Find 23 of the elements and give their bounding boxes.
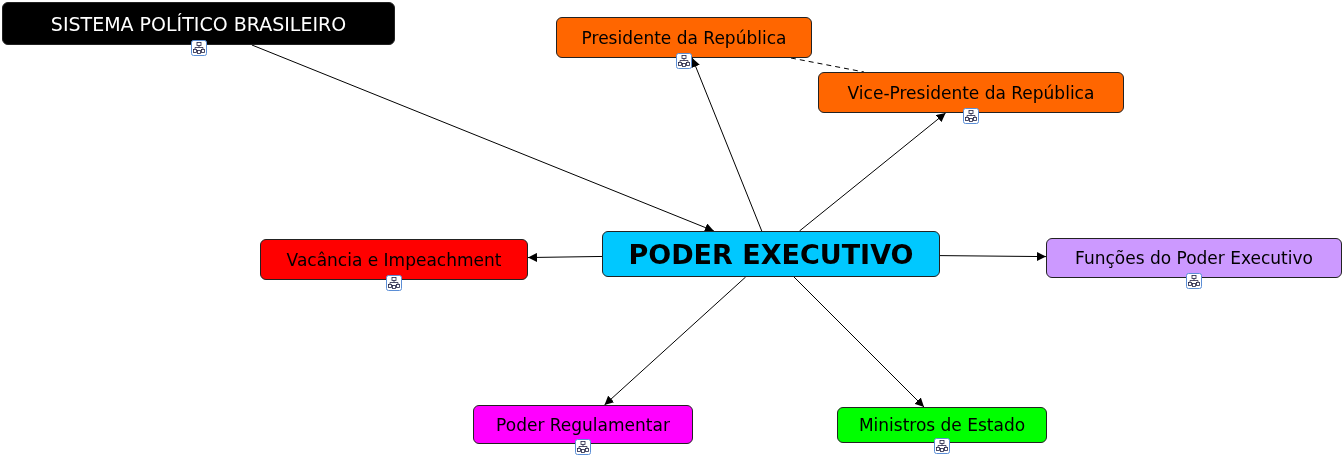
concept-label: Poder Regulamentar — [496, 414, 670, 435]
concept-label: SISTEMA POLÍTICO BRASILEIRO — [50, 12, 347, 35]
concept-label: Ministros de Estado — [858, 415, 1026, 435]
concept-label: Funções do Poder Executivo — [1075, 248, 1313, 268]
arrow — [939, 252, 1047, 261]
concept-box — [260, 239, 528, 280]
arrow — [604, 276, 747, 406]
concept-box — [556, 17, 812, 58]
concept-label: Presidente da República — [581, 27, 787, 48]
concept-box — [818, 72, 1124, 113]
concept-box — [837, 407, 1047, 443]
concept-box — [1046, 238, 1342, 278]
concept-label: PODER EXECUTIVO — [628, 238, 914, 270]
arrow — [251, 44, 715, 232]
arrow — [527, 252, 603, 262]
concept-box — [2, 2, 395, 45]
central-concept-box — [602, 231, 940, 277]
concept-label: Vice-Presidente da República — [847, 82, 1095, 103]
arrow — [793, 276, 925, 408]
concept-box — [473, 405, 693, 444]
arrow — [799, 112, 947, 232]
arrow — [691, 57, 763, 232]
concept-label: Vacância e Impeachment — [286, 249, 502, 270]
